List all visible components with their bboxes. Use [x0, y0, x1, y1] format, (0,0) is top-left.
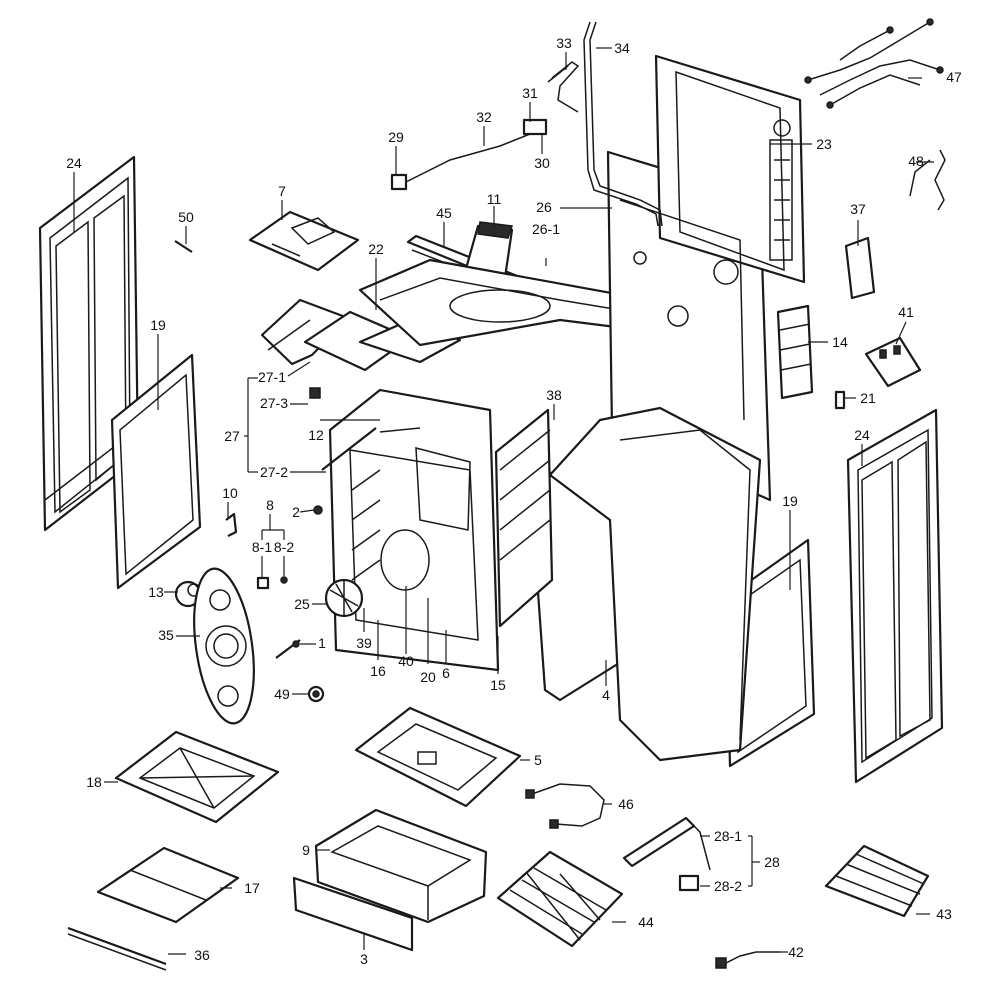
part-drawer [314, 808, 488, 924]
part-small-wire [909, 149, 946, 211]
part-door-inner-frame-left [110, 353, 202, 590]
part-oven-cavity [328, 388, 500, 672]
part-power-cord [715, 951, 780, 969]
callout-4: 4 [602, 687, 610, 703]
part-terminal-block [864, 336, 922, 388]
part-label-plate [844, 236, 876, 300]
callout-8-2: 8-2 [274, 539, 294, 555]
callout-44: 44 [638, 914, 654, 930]
callout-47: 47 [946, 69, 962, 85]
callout-7: 7 [278, 183, 286, 199]
callout-27-1: 27-1 [258, 369, 286, 385]
callout-42: 42 [788, 944, 804, 960]
callout-24-left: 24 [66, 155, 82, 171]
part-convection-fan [324, 578, 364, 618]
callout-labels: 24 19 50 7 45 11 22 26-1 26 23 33 34 32 … [66, 35, 962, 967]
part-wire-harness [804, 18, 944, 109]
part-drawer-front [292, 876, 414, 952]
callout-21: 21 [860, 390, 876, 406]
callout-19-left: 19 [150, 317, 166, 333]
callout-50: 50 [178, 209, 194, 225]
part-drip-pan [114, 730, 280, 824]
callout-36: 36 [194, 947, 210, 963]
callout-45: 45 [436, 205, 452, 221]
part-cable [525, 783, 605, 829]
callout-25: 25 [294, 596, 310, 612]
callout-28-1: 28-1 [714, 828, 742, 844]
callout-18: 18 [86, 774, 102, 790]
callout-27: 27 [224, 428, 240, 444]
part-hinge [225, 512, 238, 537]
callout-5: 5 [534, 752, 542, 768]
callout-9: 9 [302, 842, 310, 858]
callout-27-2: 27-2 [260, 464, 288, 480]
part-tube-bracket [547, 61, 580, 113]
callout-23: 23 [816, 136, 832, 152]
callout-14: 14 [832, 334, 848, 350]
callout-27-3: 27-3 [260, 395, 288, 411]
part-burner-plate [193, 567, 255, 725]
callout-22: 22 [368, 241, 384, 257]
part-grate-right [824, 844, 930, 918]
part-sensor-wire [390, 118, 548, 191]
callout-3: 3 [360, 951, 368, 967]
callout-20: 20 [420, 669, 436, 685]
part-round-fitting [307, 685, 325, 703]
callout-10: 10 [222, 485, 238, 501]
part-bolt [313, 505, 323, 515]
part-long-rod [67, 926, 167, 971]
callout-2: 2 [292, 504, 300, 520]
part-support-rods [309, 387, 421, 471]
callout-41: 41 [898, 304, 914, 320]
callout-17: 17 [244, 880, 260, 896]
callout-6: 6 [442, 665, 450, 681]
callout-40: 40 [398, 653, 414, 669]
callout-1: 1 [318, 635, 326, 651]
part-rail-assembly [622, 816, 711, 892]
callout-39: 39 [356, 635, 372, 651]
part-clip [834, 390, 846, 410]
callout-26: 26 [536, 199, 552, 215]
callout-8: 8 [266, 497, 274, 513]
part-ignitor [275, 639, 301, 659]
callout-49: 49 [274, 686, 290, 702]
leader-lines [73, 47, 934, 955]
callout-19-right: 19 [782, 493, 798, 509]
part-grate-left [496, 850, 624, 948]
callout-8-1: 8-1 [252, 539, 272, 555]
callout-34: 34 [614, 40, 630, 56]
callout-15: 15 [490, 677, 506, 693]
part-door-glass-right [846, 408, 944, 784]
callout-35: 35 [158, 627, 174, 643]
part-tray-liner [96, 846, 240, 924]
callout-28-2: 28-2 [714, 878, 742, 894]
callout-32: 32 [476, 109, 492, 125]
callout-30: 30 [534, 155, 550, 171]
callout-28: 28 [764, 854, 780, 870]
part-oven-wrapper [528, 406, 762, 762]
part-gas-tube [583, 21, 663, 227]
callout-38: 38 [546, 387, 562, 403]
callout-37: 37 [850, 201, 866, 217]
part-grille [776, 304, 814, 400]
part-top-cover [248, 210, 360, 272]
callout-24-right: 24 [854, 427, 870, 443]
part-pin [174, 240, 193, 253]
callout-48: 48 [908, 153, 924, 169]
callout-11: 11 [487, 191, 502, 207]
part-sensor-assembly [256, 576, 288, 590]
callout-43: 43 [936, 906, 952, 922]
callout-31: 31 [522, 85, 538, 101]
part-bottom-tray [354, 706, 522, 808]
callout-12: 12 [308, 427, 324, 443]
part-cavity-side [494, 408, 554, 628]
callout-26-1: 26-1 [532, 221, 560, 237]
callout-13: 13 [148, 584, 164, 600]
callout-33: 33 [556, 35, 572, 51]
callout-16: 16 [370, 663, 386, 679]
callout-46: 46 [618, 796, 634, 812]
callout-29: 29 [388, 129, 404, 145]
